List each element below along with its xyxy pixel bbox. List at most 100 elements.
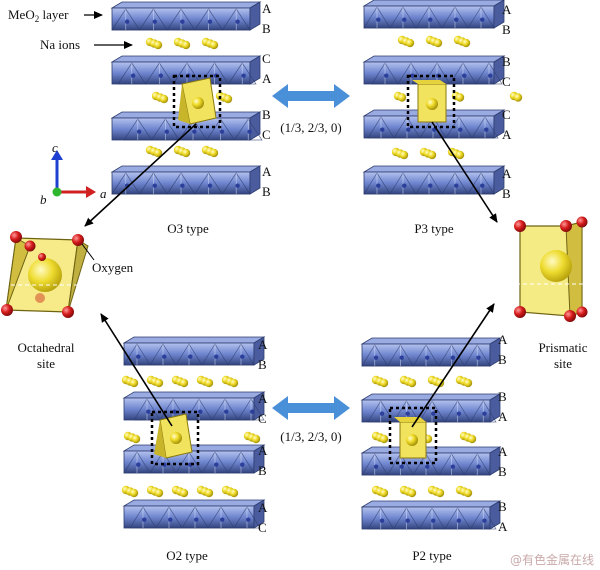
bottom-transition-vector: (1/3, 2/3, 0) bbox=[280, 429, 341, 444]
meo2-slab bbox=[362, 55, 506, 85]
o3-dotted-box bbox=[172, 74, 222, 129]
stacking-letter: B bbox=[502, 54, 511, 69]
na-ion bbox=[129, 378, 139, 388]
stacking-letter: A bbox=[262, 71, 272, 86]
na-ion bbox=[129, 488, 139, 498]
stacking-letter: B bbox=[258, 463, 267, 478]
na-ion bbox=[463, 378, 473, 388]
na-ion bbox=[159, 94, 169, 104]
stacking-letter: A bbox=[258, 443, 268, 458]
prismatic-na-atom bbox=[540, 250, 572, 282]
octahedral-site-model bbox=[1, 231, 89, 318]
na-ion bbox=[181, 40, 191, 50]
o3-highlighted-octahedral-site bbox=[172, 74, 222, 129]
stacking-letter: C bbox=[502, 107, 511, 122]
na-ion bbox=[379, 378, 389, 388]
meo2-slab bbox=[122, 391, 266, 421]
p2-metal-oxide-layers bbox=[360, 337, 502, 530]
oxygen-atom bbox=[564, 310, 576, 322]
p3-to-prismatic-arrow bbox=[431, 121, 498, 223]
stacking-letter: A bbox=[262, 164, 272, 179]
meo2-slab bbox=[122, 336, 266, 366]
oxygen-atom bbox=[576, 216, 588, 228]
o2-to-octahedral-arrow bbox=[100, 313, 173, 427]
stacking-letter: A bbox=[258, 337, 268, 352]
meo2-slab bbox=[110, 55, 262, 85]
na-ion bbox=[131, 434, 141, 444]
stacking-letter: B bbox=[262, 21, 271, 36]
meo2-layer-label: MeO2 layer bbox=[8, 7, 69, 24]
na-ion bbox=[204, 488, 214, 498]
stacking-letter: B bbox=[262, 107, 271, 122]
bottom-transition-arrow bbox=[272, 396, 350, 420]
na-ion bbox=[435, 488, 445, 498]
na-ion bbox=[204, 378, 214, 388]
na-ion bbox=[223, 94, 233, 104]
o3-to-octahedral-arrow bbox=[84, 123, 197, 227]
na-ion bbox=[153, 148, 163, 158]
stacking-letter: B bbox=[502, 186, 511, 201]
na-ion bbox=[405, 38, 415, 48]
stacking-letter: A bbox=[498, 444, 508, 459]
o2-title: O2 type bbox=[166, 548, 208, 563]
p3-metal-oxide-layers bbox=[362, 0, 506, 195]
stacking-letter: C bbox=[502, 74, 511, 89]
stacking-letter: A bbox=[502, 2, 512, 17]
stacking-letter: C bbox=[262, 51, 271, 66]
na-ion bbox=[229, 378, 239, 388]
prismatic-site-label-line2: site bbox=[554, 356, 572, 371]
p2-highlighted-prismatic-site bbox=[388, 406, 438, 465]
oxygen-atom bbox=[560, 220, 572, 232]
stacking-letter: A bbox=[502, 127, 512, 142]
stacking-letter: C bbox=[262, 127, 271, 142]
meo2-slab bbox=[110, 165, 262, 195]
o3-metal-oxide-layers bbox=[110, 1, 263, 195]
oxygen-atom bbox=[514, 306, 526, 318]
stacking-letter: A bbox=[262, 1, 272, 16]
b-axis-dot bbox=[52, 187, 62, 197]
na-ion bbox=[229, 488, 239, 498]
na-ion bbox=[181, 148, 191, 158]
meo2-slab bbox=[360, 393, 502, 423]
p2-dotted-box bbox=[388, 406, 438, 465]
na-ion bbox=[209, 148, 219, 158]
na-ion bbox=[455, 93, 465, 102]
o2-metal-oxide-layers bbox=[122, 336, 266, 529]
na-ion bbox=[251, 434, 261, 444]
meo2-slab bbox=[360, 500, 502, 530]
na-ion bbox=[399, 150, 409, 160]
stacking-letter: A bbox=[498, 332, 508, 347]
p3-title: P3 type bbox=[414, 221, 454, 236]
oxygen-label: Oxygen bbox=[92, 260, 134, 275]
watermark: @有色金属在线 bbox=[510, 552, 594, 567]
prismatic-site-label-line1: Prismatic bbox=[538, 340, 587, 355]
na-ion bbox=[427, 150, 437, 160]
na-ion bbox=[153, 40, 163, 50]
stacking-letter: B bbox=[498, 352, 507, 367]
stacking-letter: A bbox=[498, 409, 508, 424]
top-transition-arrow bbox=[272, 84, 350, 108]
stacking-letter: A bbox=[498, 519, 508, 534]
meo2-slab bbox=[362, 165, 506, 195]
na-ion bbox=[461, 38, 471, 48]
o2-dotted-box bbox=[150, 410, 200, 466]
na-ion bbox=[407, 378, 417, 388]
oxygen-atom bbox=[576, 306, 588, 318]
oxygen-atom bbox=[1, 304, 13, 316]
na-ions-label: Na ions bbox=[40, 37, 80, 52]
oxygen-atom bbox=[514, 220, 526, 232]
stacking-letter: B bbox=[498, 389, 507, 404]
na-ion bbox=[455, 150, 465, 160]
na-ion bbox=[379, 434, 389, 444]
oxygen-atom bbox=[38, 253, 46, 261]
axis-b-label: b bbox=[40, 192, 47, 207]
o3-title: O3 type bbox=[167, 221, 209, 236]
na-ion bbox=[397, 93, 407, 102]
stacking-letter: C bbox=[258, 411, 267, 426]
stacking-letter: A bbox=[502, 166, 512, 181]
o2-highlighted-octahedral-site bbox=[150, 410, 200, 466]
axis-a-label: a bbox=[100, 186, 107, 201]
